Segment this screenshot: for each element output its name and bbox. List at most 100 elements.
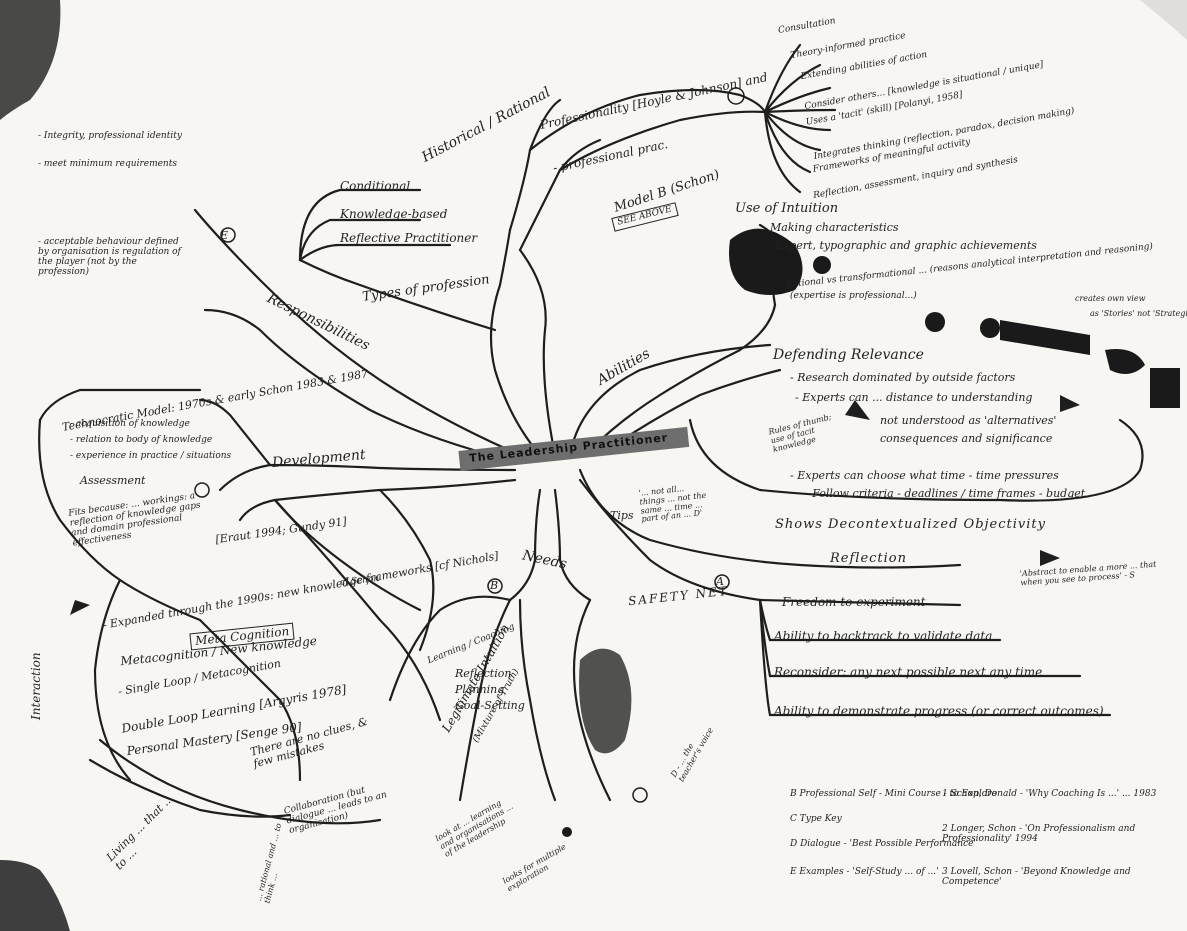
- responsibilities-note: - acceptable behaviour defined by organi…: [38, 237, 181, 277]
- branch-needs-2: [553, 488, 592, 602]
- branch-types-2: [518, 248, 557, 457]
- development-point-5: Assessment: [80, 474, 146, 487]
- dev-up: [198, 398, 272, 467]
- fan-6: [763, 110, 822, 152]
- abilities-use-of-intuition: Use of Intuition: [735, 201, 839, 216]
- safety-a-marker: A: [716, 575, 724, 588]
- topleft-note-2: - meet minimum requirements: [38, 159, 177, 169]
- needs-tips: Tips: [610, 509, 634, 522]
- types-item-1: Conditional: [340, 179, 411, 193]
- branch-model: [528, 88, 767, 152]
- legend-left-3: D Dialogue - 'Best Possible Performance': [790, 839, 976, 849]
- loop-reflection: [578, 468, 962, 569]
- marker-d-circle: [632, 787, 648, 803]
- blob-dot-3: [980, 318, 1000, 338]
- types-sub-2: [298, 188, 422, 262]
- safety-item-3: Reconsider: any next possible next any t…: [774, 665, 1043, 679]
- left-brace-3: [93, 578, 132, 782]
- relevance-point-6: - Follow criteria - deadlines / time fra…: [805, 487, 1086, 500]
- topleft-note-1: - Integrity, professional identity: [38, 131, 182, 141]
- blob-square: [1150, 368, 1180, 408]
- relevance-point-5: - Experts can choose what time - time pr…: [790, 469, 1059, 482]
- safety-item-2: Ability to backtrack to validate data: [774, 629, 993, 643]
- fan-5: [763, 110, 832, 132]
- blob-intuition: [729, 228, 803, 295]
- relevance-point-2: - Experts can ... distance to understand…: [795, 391, 1033, 404]
- bl-1: [273, 498, 442, 722]
- abilities-reflection: Reflection: [830, 551, 908, 566]
- marker-5-circle: [194, 482, 210, 498]
- loop-right: [688, 418, 1144, 502]
- needs-mid: [518, 598, 557, 802]
- branch-responsibilities-2: [203, 308, 512, 462]
- development-point-2: - acquisition of knowledge: [70, 419, 190, 429]
- safety-item-1: Freedom to experiment: [782, 595, 926, 609]
- branch-development: [218, 463, 517, 492]
- blob-dot-4: [1105, 349, 1145, 374]
- legend-right-2: 2 Longer, Schon - 'On Professionalism an…: [942, 824, 1136, 844]
- needs-left: [388, 595, 512, 702]
- abilities-line-5: creates own view: [1075, 294, 1146, 303]
- abilities-defending-relevance: Defending Relevance: [773, 347, 924, 363]
- legend-right-1: 1 Schon, Donald - 'Why Coaching Is ...' …: [942, 789, 1157, 799]
- abilities-objectivity: Shows Decontextualized Objectivity: [775, 517, 1046, 532]
- marker-b-circle: [487, 578, 503, 594]
- development-point-3: - relation to body of knowledge: [70, 435, 213, 445]
- needs-item-1: Reflection: [455, 667, 512, 680]
- development-point-4: - experience in practice / situations: [70, 451, 232, 461]
- corner-shadow-top-left: [0, 0, 61, 120]
- abilities-line-6: as 'Stories' not 'Strategies': [1090, 309, 1187, 318]
- corner-shadow-bottom-left: [0, 860, 70, 931]
- relevance-point-4: consequences and significance: [880, 432, 1053, 445]
- legend-right-3: 3 Lovell, Schon - 'Beyond Knowledge and …: [942, 867, 1131, 887]
- branch-abilities: [588, 303, 777, 452]
- fan-7: [763, 110, 812, 174]
- fan-8: [763, 110, 802, 194]
- types-sub-3: [298, 218, 422, 262]
- interaction-title: Interaction: [29, 652, 43, 720]
- blob-dot-5: [562, 827, 572, 837]
- fan-1: [763, 43, 802, 114]
- marker-e-circle: [220, 227, 236, 243]
- branch-needs: [508, 488, 542, 602]
- mark-reflection-arrow: [1040, 550, 1060, 566]
- needs-b-marker: B: [490, 579, 499, 592]
- abilities-line-4: (expertise is professional...): [790, 291, 917, 301]
- types-sub-1: [298, 258, 497, 332]
- marker-model-circle: [727, 87, 745, 105]
- needs-left-2: [458, 598, 512, 802]
- fan-2: [763, 63, 822, 114]
- branch-responsibilities: [193, 208, 522, 457]
- marker-a-circle: [714, 574, 730, 590]
- mark-right-arrow: [1060, 395, 1080, 412]
- left-brace: [38, 418, 202, 622]
- bl-3: [88, 758, 292, 818]
- needs-item-2: Planning: [455, 683, 505, 696]
- bubble-bottom: [98, 738, 382, 825]
- types-item-3: Reflective Practitioner: [340, 231, 478, 245]
- left-brace-2: [38, 388, 202, 422]
- corner-shadow-top-right: [1140, 0, 1187, 40]
- types-item-2: Knowledge-based: [340, 207, 448, 221]
- blob-dot-1: [813, 256, 831, 274]
- fan-4: [763, 108, 837, 114]
- abilities-line-2: Expert, typographic and graphic achievem…: [775, 239, 1037, 252]
- bl-2: [198, 618, 302, 782]
- branch-types: [489, 228, 542, 457]
- types-sub-4: [298, 243, 452, 262]
- mark-left-triangle: [60, 595, 90, 615]
- legend-left-2: C Type Key: [790, 814, 842, 824]
- safety-item-4: Ability to demonstrate progress (or corr…: [774, 704, 1104, 718]
- legend-left-4: E Examples - 'Self-Study ... of ...': [790, 867, 939, 877]
- bubble-right: [568, 343, 772, 457]
- blob-needs: [579, 648, 632, 754]
- needs-right: [572, 598, 612, 802]
- needs-item-3: Goal-Setting: [455, 699, 525, 712]
- safety-4: [758, 598, 1112, 717]
- relevance-point-1: - Research dominated by outside factors: [790, 371, 1016, 384]
- mark-right-triangle: [845, 400, 870, 420]
- branch-model-2: [558, 110, 767, 172]
- safety-1: [758, 598, 962, 607]
